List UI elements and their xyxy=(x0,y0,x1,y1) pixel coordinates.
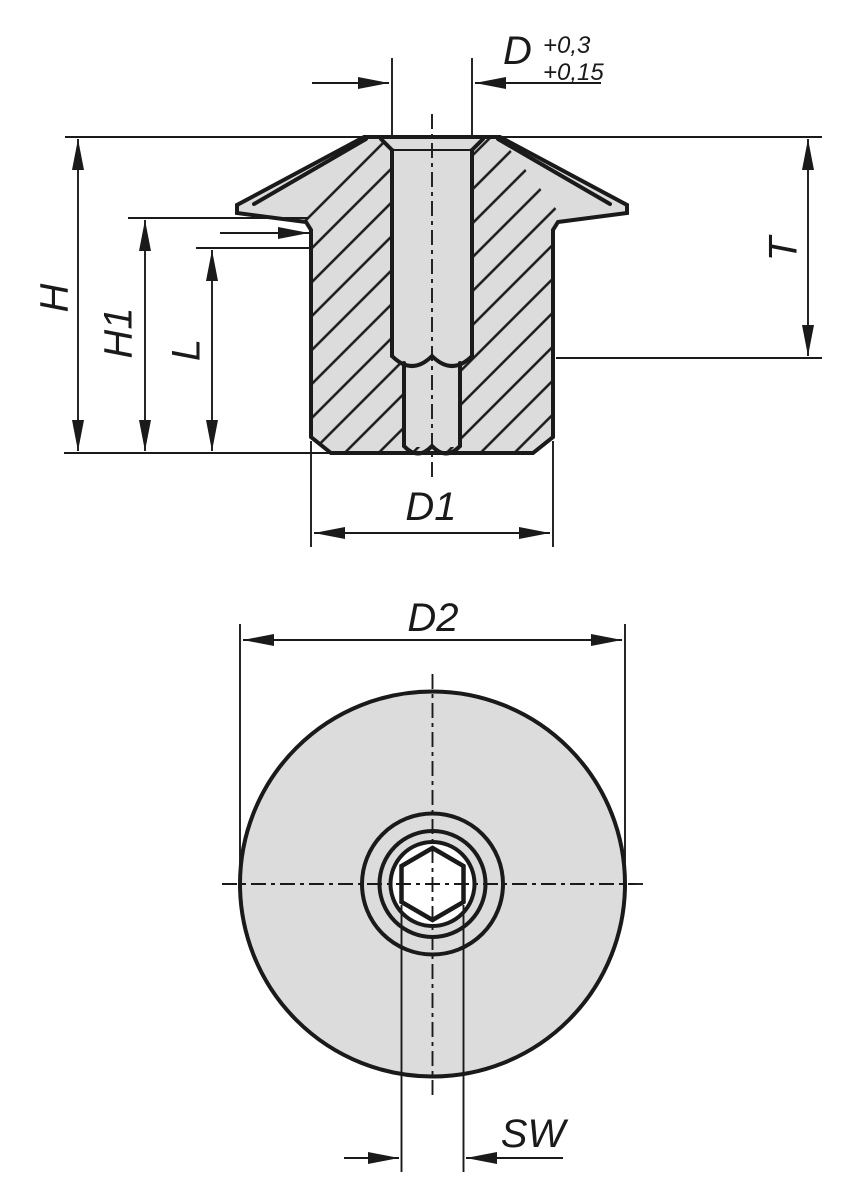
dim-label-sw: SW xyxy=(501,1112,569,1156)
section-view: D +0,3 +0,15 H H1 L T D1 xyxy=(33,29,822,547)
dim-label-h1: H1 xyxy=(97,307,141,358)
dim-tolerance-upper: +0,3 xyxy=(543,32,591,59)
bottom-view: D2 SW xyxy=(222,596,643,1172)
dim-label-d1: D1 xyxy=(405,485,456,529)
dim-label-l: L xyxy=(165,339,209,361)
dim-label-d2: D2 xyxy=(407,596,458,640)
dimension-D1: D1 xyxy=(314,485,550,539)
dimension-T: T xyxy=(762,139,814,356)
dim-tolerance-lower: +0,15 xyxy=(543,59,604,86)
dimension-H1: H1 xyxy=(97,220,151,451)
hole-chamfer-left xyxy=(379,137,394,152)
section-hatching xyxy=(300,137,564,453)
part-outline xyxy=(235,135,629,455)
dim-label-h: H xyxy=(33,283,77,312)
dimension-D: D +0,3 +0,15 xyxy=(312,29,604,89)
dimension-SW: SW xyxy=(344,1112,569,1164)
dim-label-d: D xyxy=(503,29,532,73)
head-inner-cone-left xyxy=(252,137,368,206)
hole-chamfer-right xyxy=(470,137,485,152)
dimension-D2: D2 xyxy=(243,596,622,646)
head-inner-cone-right xyxy=(496,137,612,206)
dimension-H: H xyxy=(33,139,84,451)
dim-label-t: T xyxy=(762,234,806,261)
dimension-L: L xyxy=(165,250,218,451)
